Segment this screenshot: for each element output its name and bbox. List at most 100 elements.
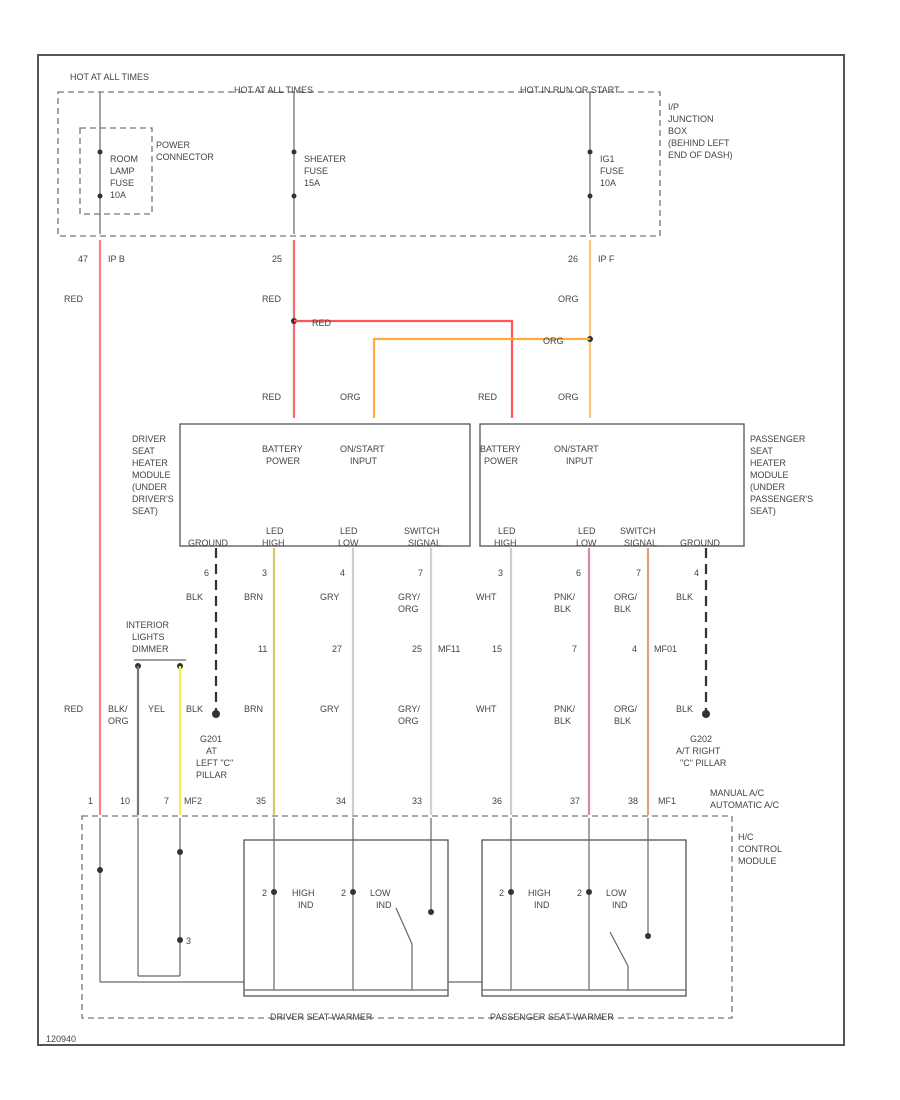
passenger-high-ind-2: IND <box>534 900 550 910</box>
driver-module-pin-labels: 6 3 4 7 <box>204 568 423 578</box>
svg-text:15A: 15A <box>304 178 320 188</box>
svg-text:SEAT): SEAT) <box>132 506 158 516</box>
svg-text:MF11: MF11 <box>438 644 460 654</box>
wire-label-org-2: ORG <box>543 336 564 346</box>
driver-switch-signal-2: SIGNAL <box>408 538 441 548</box>
svg-text:FUSE: FUSE <box>600 166 624 176</box>
passenger-high-led-pin: 2 <box>499 888 504 898</box>
svg-text:WHT: WHT <box>476 704 497 714</box>
svg-text:AUTOMATIC A/C: AUTOMATIC A/C <box>710 800 780 810</box>
passenger-led-high-1: LED <box>498 526 516 536</box>
svg-text:ROOM: ROOM <box>110 154 138 164</box>
svg-text:MODULE: MODULE <box>738 856 777 866</box>
svg-text:H/C: H/C <box>738 832 754 842</box>
g201-ground-label: G201 AT LEFT "C" PILLAR <box>196 734 233 780</box>
svg-text:BLK: BLK <box>554 716 571 726</box>
svg-text:IP B: IP B <box>108 254 125 264</box>
svg-text:BOX: BOX <box>668 126 687 136</box>
passenger-onstart-label-1: ON/START <box>554 444 599 454</box>
svg-text:47: 47 <box>78 254 88 264</box>
svg-text:(BEHIND LEFT: (BEHIND LEFT <box>668 138 730 148</box>
ip-junction-box-outline <box>57 91 661 237</box>
svg-text:35: 35 <box>256 796 266 806</box>
wire-label-red-4: RED <box>312 318 332 328</box>
diagram-frame <box>37 54 845 1046</box>
svg-text:BLK: BLK <box>554 604 571 614</box>
svg-text:ORG: ORG <box>398 604 419 614</box>
driver-low-switch <box>395 907 413 945</box>
label-hot-in-run: HOT IN RUN OR START <box>520 85 620 95</box>
driver-low-led-pin: 2 <box>341 888 346 898</box>
ac-type-label: MANUAL A/C AUTOMATIC A/C <box>710 788 780 810</box>
svg-text:PILLAR: PILLAR <box>196 770 228 780</box>
svg-text:A/T RIGHT: A/T RIGHT <box>676 746 721 756</box>
interior-lights-dimmer-label: INTERIOR LIGHTS DIMMER <box>126 620 170 654</box>
svg-text:3: 3 <box>262 568 267 578</box>
driver-low-ind-2: IND <box>376 900 392 910</box>
svg-text:DRIVER'S: DRIVER'S <box>132 494 174 504</box>
passenger-switch-signal-2: SIGNAL <box>624 538 657 548</box>
svg-text:GRY/: GRY/ <box>398 704 420 714</box>
svg-text:SEAT: SEAT <box>750 446 773 456</box>
driver-switch-signal-1: SWITCH <box>404 526 440 536</box>
passenger-high-ind-1: HIGH <box>528 888 551 898</box>
power-connector-outline <box>79 127 153 215</box>
svg-text:3: 3 <box>498 568 503 578</box>
svg-text:BLK: BLK <box>614 604 631 614</box>
driver-module-title: DRIVER SEAT HEATER MODULE (UNDER DRIVER'… <box>132 434 174 516</box>
svg-text:MF2: MF2 <box>184 796 202 806</box>
wire-label-red-1: RED <box>64 294 84 304</box>
svg-text:(UNDER: (UNDER <box>132 482 167 492</box>
svg-text:SEAT: SEAT <box>132 446 155 456</box>
passenger-switch-signal-1: SWITCH <box>620 526 656 536</box>
svg-text:I/P: I/P <box>668 102 679 112</box>
driver-onstart-label-1: ON/START <box>340 444 385 454</box>
svg-text:CONTROL: CONTROL <box>738 844 782 854</box>
svg-text:ORG/: ORG/ <box>614 592 638 602</box>
intermediate-connector-pins: 11 27 25 MF11 15 7 4 MF01 <box>258 644 677 654</box>
svg-text:11: 11 <box>258 644 267 654</box>
svg-text:MANUAL A/C: MANUAL A/C <box>710 788 765 798</box>
driver-seat-warmer-label: DRIVER SEAT WARMER <box>270 1012 373 1022</box>
wire-color-labels-lower: BLK/ ORG YEL BLK BRN GRY GRY/ ORG WHT PN… <box>108 704 693 726</box>
svg-text:SEAT): SEAT) <box>750 506 776 516</box>
svg-text:7: 7 <box>572 644 577 654</box>
svg-text:"C" PILLAR: "C" PILLAR <box>680 758 727 768</box>
fuse-room-lamp: ROOM LAMP FUSE 10A <box>97 92 138 234</box>
svg-text:HEATER: HEATER <box>132 458 168 468</box>
label-hot-at-all-times-2: HOT AT ALL TIMES <box>234 85 313 95</box>
driver-battery-label-1: BATTERY <box>262 444 303 454</box>
svg-text:WHT: WHT <box>476 592 497 602</box>
svg-text:PNK/: PNK/ <box>554 592 576 602</box>
svg-text:JUNCTION: JUNCTION <box>668 114 714 124</box>
svg-text:BLK: BLK <box>676 592 693 602</box>
passenger-low-led-pin: 2 <box>577 888 582 898</box>
g202-ground-label: G202 A/T RIGHT "C" PILLAR <box>676 734 727 768</box>
svg-text:ORG: ORG <box>108 716 129 726</box>
driver-ground-label: GROUND <box>188 538 228 548</box>
svg-text:6: 6 <box>576 568 581 578</box>
svg-text:7: 7 <box>164 796 169 806</box>
svg-text:PASSENGER'S: PASSENGER'S <box>750 494 813 504</box>
passenger-ground-label: GROUND <box>680 538 720 548</box>
wire-red-crossover <box>294 319 514 418</box>
svg-text:7: 7 <box>418 568 423 578</box>
power-connector-label: POWER CONNECTOR <box>156 140 214 162</box>
driver-low-ind-1: LOW <box>370 888 391 898</box>
wire-color-labels-upper: BLK BRN GRY GRY/ ORG WHT PNK/ BLK ORG/ B… <box>186 592 693 614</box>
svg-text:INTERIOR: INTERIOR <box>126 620 170 630</box>
passenger-seat-warmer-label: PASSENGER SEAT WARMER <box>490 1012 614 1022</box>
fuse-pin-labels: 47 IP B 25 26 IP F <box>78 254 615 264</box>
svg-text:GRY: GRY <box>320 592 339 602</box>
svg-text:CONNECTOR: CONNECTOR <box>156 152 214 162</box>
svg-text:25: 25 <box>272 254 282 264</box>
driver-high-ind-2: IND <box>298 900 314 910</box>
svg-text:FUSE: FUSE <box>110 178 134 188</box>
svg-text:38: 38 <box>628 796 638 806</box>
passenger-led-low-2: LOW <box>576 538 597 548</box>
passenger-module-title: PASSENGER SEAT HEATER MODULE (UNDER PASS… <box>750 434 813 516</box>
svg-text:BLK: BLK <box>186 704 203 714</box>
wire-label-org-3: ORG <box>340 392 361 402</box>
svg-text:(UNDER: (UNDER <box>750 482 785 492</box>
ip-junction-box-label: I/P JUNCTION BOX (BEHIND LEFT END OF DAS… <box>668 102 733 160</box>
